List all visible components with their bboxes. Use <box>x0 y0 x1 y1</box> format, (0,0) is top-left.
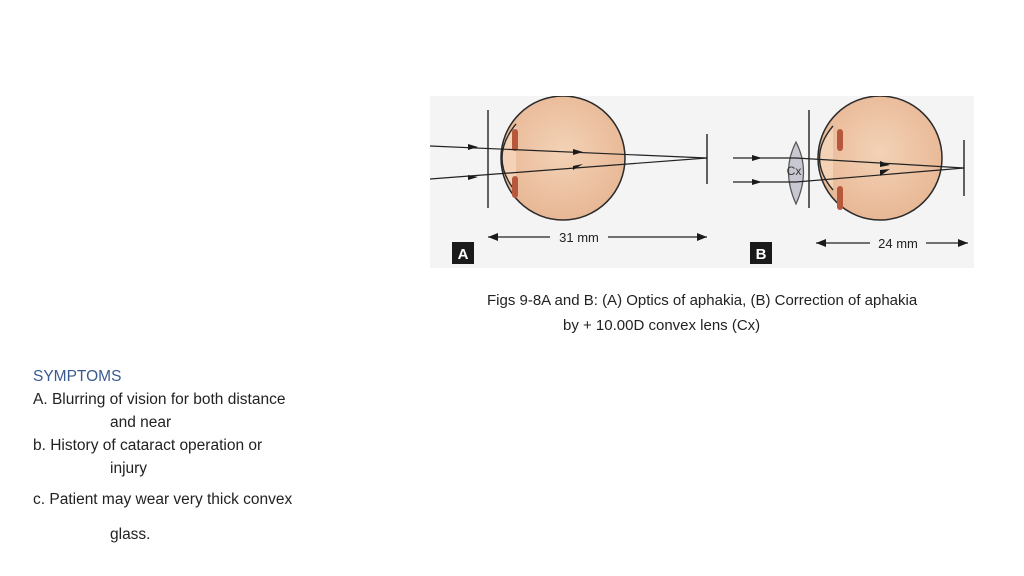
symptoms-heading: SYMPTOMS <box>33 368 122 385</box>
panel-b-letter: B <box>756 246 767 263</box>
panel-a-measure-label: 31 mm <box>559 230 599 245</box>
panel-b-cornea <box>818 125 834 191</box>
panel-a-eyeball <box>500 96 626 221</box>
aphakia-figure: 31 mm A Cx <box>430 96 974 268</box>
panel-b-arrow-1 <box>752 155 762 161</box>
symptom-c-line-1: c. Patient may wear very thick convex <box>33 491 293 508</box>
panel-a-ray-top <box>430 145 708 159</box>
panel-b-eyeball <box>817 96 943 221</box>
symptom-b-line-1: b. History of cataract operation or <box>33 437 263 454</box>
symptom-a-line-2: and near <box>110 414 172 431</box>
panel-a-measure-arrow-right <box>697 233 707 241</box>
panel-b-letter-box <box>750 242 772 264</box>
panel-a-measure-arrow-left <box>488 233 498 241</box>
panel-a-arrow-3 <box>573 149 583 155</box>
panel-b: Cx 24 mm B <box>733 96 968 264</box>
figure-caption-line-2: by + 10.00D convex lens (Cx) <box>563 317 761 334</box>
symptoms-section: SYMPTOMS A. Blurring of vision for both … <box>33 366 373 546</box>
symptom-c-line-2: glass. <box>110 526 151 543</box>
panel-a-iris-top <box>512 129 518 151</box>
panel-b-arrow-4 <box>880 169 890 176</box>
panel-a-ray-bottom <box>430 157 708 180</box>
panel-a-iris-bottom <box>512 176 518 198</box>
panel-b-arrow-3 <box>880 161 890 167</box>
symptom-b-line-2: injury <box>110 460 148 477</box>
panel-b-lens-label: Cx <box>787 164 802 178</box>
panel-b-arrow-2 <box>752 179 762 185</box>
panel-a-letter: A <box>458 246 469 263</box>
aphakia-diagram: 31 mm A Cx <box>430 96 974 268</box>
panel-b-measure-label: 24 mm <box>878 236 918 251</box>
panel-a-arrow-1 <box>468 144 478 150</box>
panel-a: 31 mm A <box>430 96 708 264</box>
panel-a-arrow-4 <box>573 164 583 170</box>
panel-b-measure-arrow-right <box>958 239 968 247</box>
panel-a-letter-box <box>452 242 474 264</box>
panel-a-arrow-2 <box>468 175 478 180</box>
panel-b-measure-arrow-left <box>816 239 826 247</box>
symptom-a-line-1: A. Blurring of vision for both distance <box>33 391 286 408</box>
figure-caption-line-1: Figs 9-8A and B: (A) Optics of aphakia, … <box>487 292 918 309</box>
panel-b-iris-top <box>837 129 843 151</box>
panel-b-iris-bottom <box>837 186 843 210</box>
